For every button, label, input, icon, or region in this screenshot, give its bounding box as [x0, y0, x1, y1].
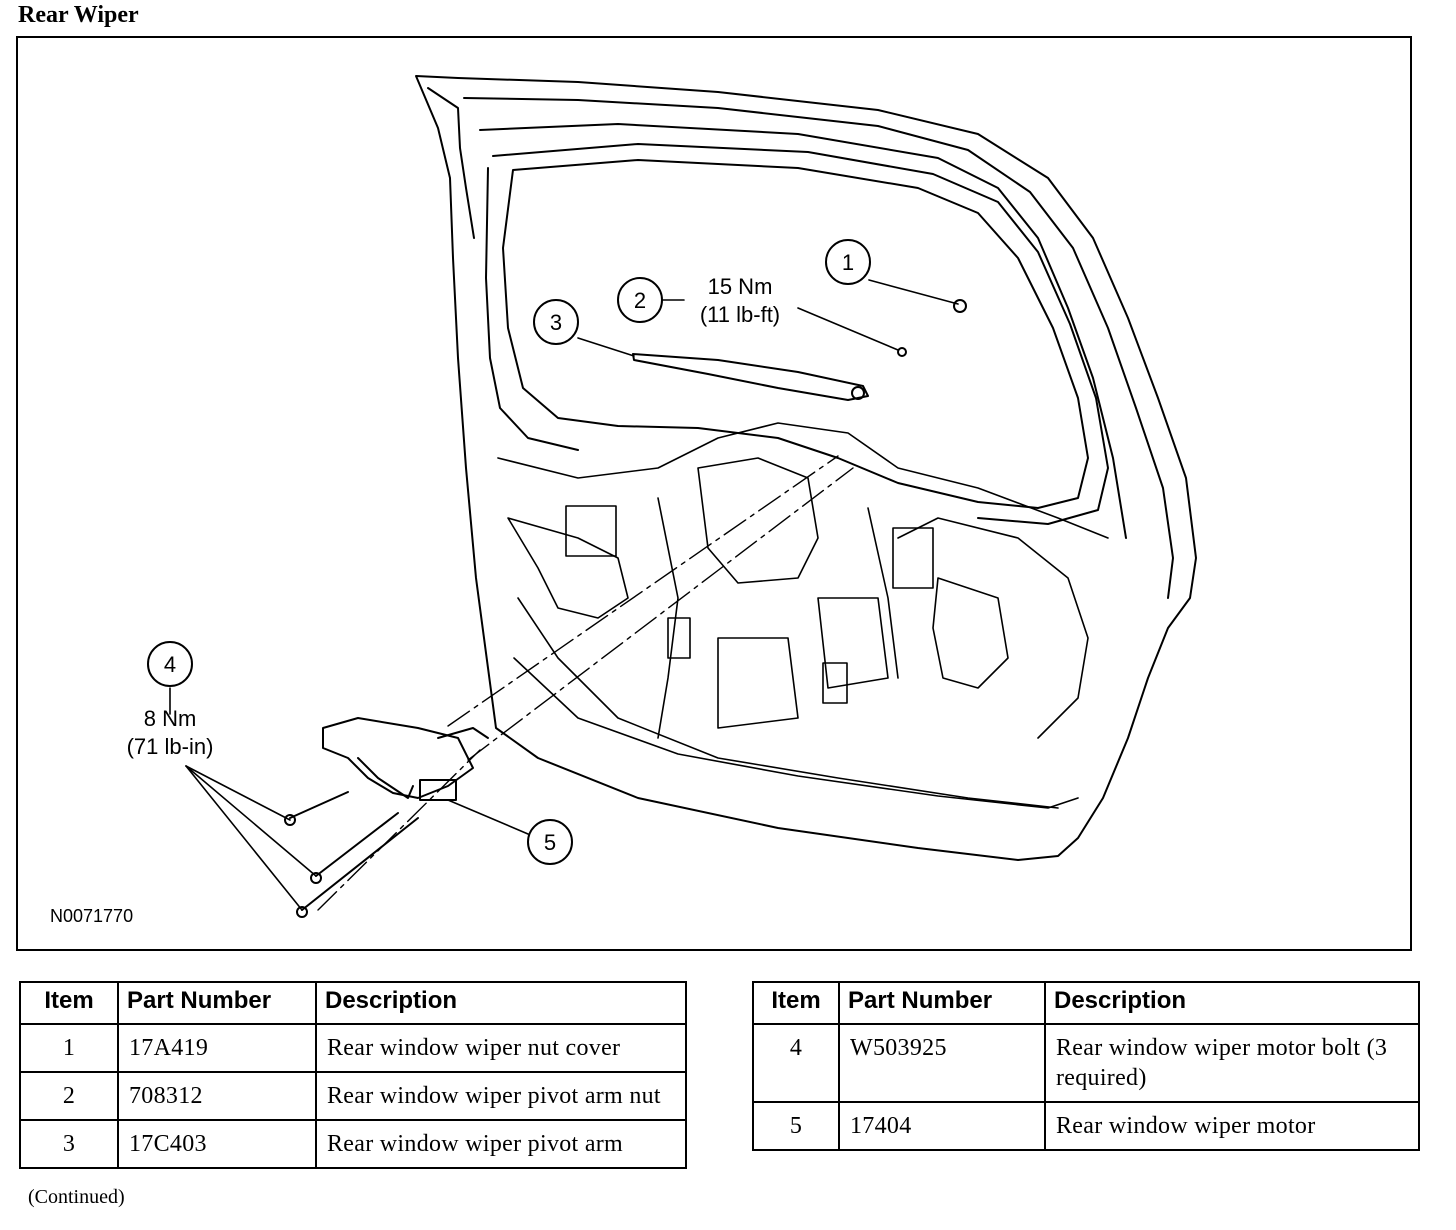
- callout-4-number: 4: [164, 652, 176, 677]
- table-row: 4 W503925 Rear window wiper motor bolt (…: [752, 1023, 1420, 1103]
- row-part-number: W503925: [838, 1023, 1046, 1103]
- callout-4: 4 8 Nm (71 lb-in): [127, 641, 214, 759]
- row-part-number: 17C403: [117, 1119, 317, 1169]
- continued-note: (Continued): [28, 1186, 125, 1208]
- table-row: 3 17C403 Rear window wiper pivot arm: [19, 1119, 687, 1169]
- row-description: Rear window wiper pivot arm: [315, 1119, 687, 1169]
- header-item: Item: [752, 981, 840, 1025]
- row-item: 1: [19, 1023, 119, 1073]
- callout-3-number: 3: [550, 310, 562, 335]
- row-item: 3: [19, 1119, 119, 1169]
- wiper-motor: [322, 717, 489, 801]
- leader-lines: [169, 279, 959, 911]
- table-row: 1 17A419 Rear window wiper nut cover: [19, 1023, 687, 1073]
- callout-2-number: 2: [634, 288, 646, 313]
- inner-panel-structure: [497, 422, 1109, 809]
- table-header-row: Item Part Number Description: [19, 981, 687, 1025]
- parts-table-right: Item Part Number Description 4 W503925 R…: [752, 981, 1420, 1151]
- row-item: 4: [752, 1023, 840, 1103]
- callout-4-torque-imp: (71 lb-in): [127, 734, 214, 759]
- callout-5-number: 5: [544, 830, 556, 855]
- liftgate-outline: [415, 75, 1197, 861]
- row-description: Rear window wiper motor: [1044, 1101, 1420, 1151]
- nut-cover: [953, 299, 967, 313]
- table-header-row: Item Part Number Description: [752, 981, 1420, 1025]
- row-description: Rear window wiper nut cover: [315, 1023, 687, 1073]
- callout-4-torque-nm: 8 Nm: [144, 706, 197, 731]
- callout-1-number: 1: [842, 250, 854, 275]
- row-part-number: 17A419: [117, 1023, 317, 1073]
- row-item: 5: [752, 1101, 840, 1151]
- callout-2-torque-imp: (11 lb-ft): [700, 302, 780, 327]
- table-row: 2 708312 Rear window wiper pivot arm nut: [19, 1071, 687, 1121]
- pivot-nut: [897, 347, 907, 357]
- page-title: Rear Wiper: [18, 2, 139, 28]
- callout-2-torque-nm: 15 Nm: [708, 274, 773, 299]
- liftgate-diagram: 1 2 15 Nm (11 lb-ft) 3 4 8 Nm (71 lb-in)…: [50, 75, 1197, 926]
- callout-5: 5: [527, 819, 573, 865]
- callout-3: 3: [533, 299, 579, 345]
- callout-1: 1: [825, 239, 871, 285]
- row-item: 2: [19, 1071, 119, 1121]
- alignment-lines: [317, 455, 854, 911]
- row-part-number: 708312: [117, 1071, 317, 1121]
- row-description: Rear window wiper pivot arm nut: [315, 1071, 687, 1121]
- motor-bolts: [284, 791, 419, 918]
- header-item: Item: [19, 981, 119, 1025]
- rear-window-opening: [485, 143, 1109, 525]
- header-description: Description: [315, 981, 687, 1025]
- header-part-number: Part Number: [117, 981, 317, 1025]
- header-part-number: Part Number: [838, 981, 1046, 1025]
- row-part-number: 17404: [838, 1101, 1046, 1151]
- header-description: Description: [1044, 981, 1420, 1025]
- row-description: Rear window wiper motor bolt (3 required…: [1044, 1023, 1420, 1103]
- exploded-view-figure: 1 2 15 Nm (11 lb-ft) 3 4 8 Nm (71 lb-in)…: [16, 36, 1412, 951]
- figure-id: N0071770: [50, 906, 133, 926]
- callout-2: 2 15 Nm (11 lb-ft): [617, 274, 780, 327]
- table-row: 5 17404 Rear window wiper motor: [752, 1101, 1420, 1151]
- wiper-pivot-arm: [632, 353, 869, 401]
- parts-table-left: Item Part Number Description 1 17A419 Re…: [19, 981, 687, 1169]
